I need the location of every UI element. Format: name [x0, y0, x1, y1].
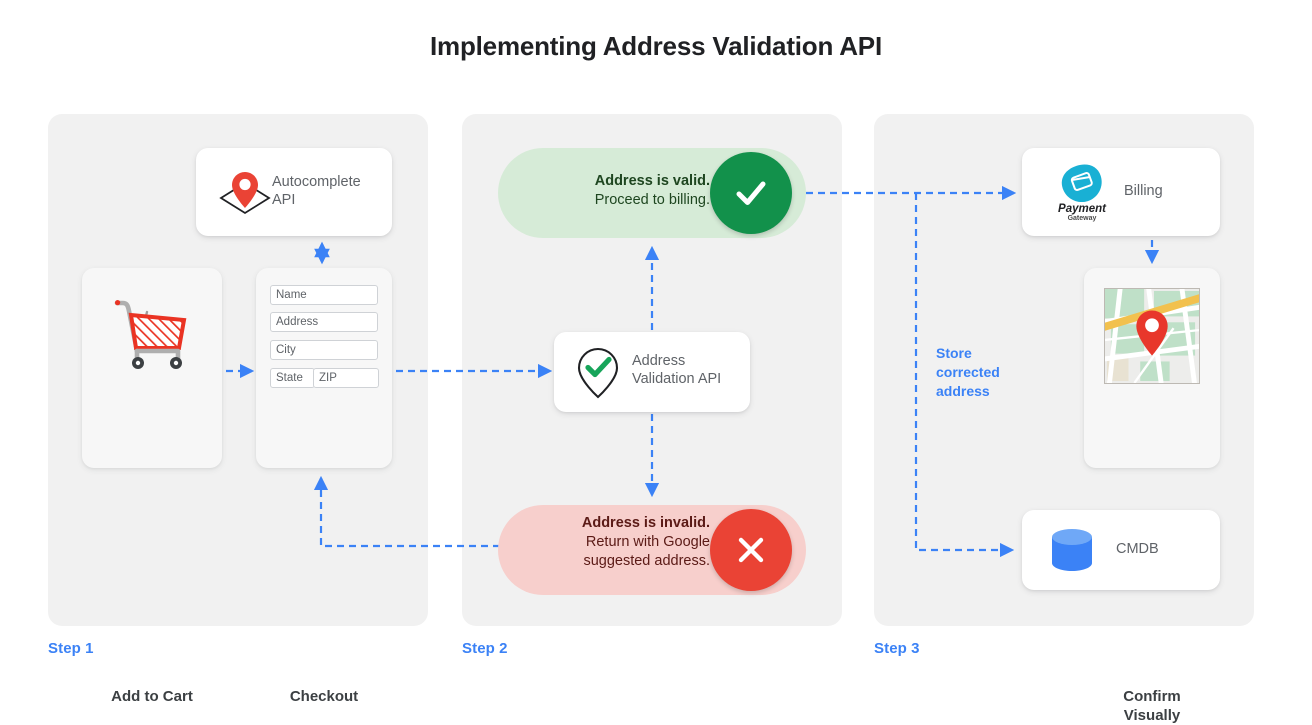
page-title: Implementing Address Validation API	[430, 31, 882, 61]
step-1-label: Step 1	[48, 640, 94, 657]
address-valid-detail: Proceed to billing.	[594, 192, 710, 208]
diagram-stage: Implementing Address Validation API	[48, 31, 1254, 724]
address-field[interactable]: Address	[270, 312, 378, 332]
zip-field[interactable]: ZIP	[313, 368, 379, 388]
database-icon	[1052, 529, 1092, 571]
address-valid-text: Address is valid. Proceed to billing.	[530, 172, 710, 210]
invalid-close-badge	[710, 509, 792, 591]
payment-gateway-icon: Payment Gateway	[1058, 164, 1107, 222]
add-to-cart-card[interactable]: Add to Cart	[82, 268, 222, 705]
checkout-label: Checkout	[289, 688, 359, 705]
map-thumbnail-icon	[1104, 288, 1200, 384]
autocomplete-api-label: Autocomplete API	[272, 174, 361, 208]
svg-text:Gateway: Gateway	[1068, 215, 1097, 222]
svg-text:Payment: Payment	[1058, 203, 1107, 215]
address-invalid-headline: Address is invalid.	[581, 515, 710, 531]
autocomplete-api-card[interactable]: Autocomplete API	[196, 148, 392, 236]
check-icon	[736, 181, 766, 205]
address-valid-headline: Address is valid.	[594, 173, 710, 189]
cmdb-label: CMDB	[1116, 541, 1159, 557]
store-corrected-address-note: Store corrected address	[936, 345, 1000, 399]
step-3-label: Step 3	[874, 640, 920, 657]
billing-label: Billing	[1124, 183, 1163, 199]
close-icon	[738, 537, 764, 563]
address-validation-api-label: Address Validation API	[632, 353, 722, 387]
billing-card[interactable]: Payment Gateway Billing	[1022, 148, 1220, 236]
add-to-cart-label: Add to Cart	[111, 688, 193, 705]
step-2-label: Step 2	[462, 640, 508, 657]
shopping-cart-icon	[114, 300, 187, 369]
map-pin-check-icon	[577, 347, 619, 399]
address-invalid-detail-1: Return with Google	[585, 534, 710, 550]
confirm-visually-card[interactable]: Confirm Visually	[1084, 268, 1220, 724]
name-field[interactable]: Name	[270, 285, 378, 305]
confirm-visually-label: Confirm Visually	[1123, 688, 1181, 724]
valid-check-badge	[710, 152, 792, 234]
address-invalid-detail-2: suggested address.	[583, 553, 710, 569]
city-field[interactable]: City	[270, 340, 378, 360]
state-field[interactable]: State	[270, 368, 315, 388]
map-pin-diamond-icon	[219, 172, 271, 215]
cmdb-card[interactable]: CMDB	[1022, 510, 1220, 590]
address-validation-api-card[interactable]: Address Validation API	[554, 332, 750, 412]
address-invalid-text: Address is invalid. Return with Google s…	[520, 514, 710, 571]
